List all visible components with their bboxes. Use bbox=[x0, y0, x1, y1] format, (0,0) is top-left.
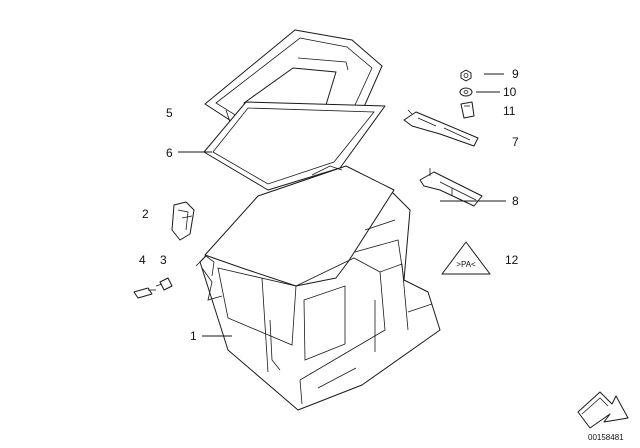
callout-4: 4 bbox=[139, 253, 146, 267]
callout-5: 5 bbox=[166, 106, 173, 120]
callout-11: 11 bbox=[503, 104, 516, 118]
callout-3: 3 bbox=[160, 253, 167, 267]
callout-1: 1 bbox=[190, 329, 197, 343]
callout-7: 7 bbox=[512, 135, 519, 149]
mounting-rail-part bbox=[419, 168, 483, 207]
screw-part-3 bbox=[155, 277, 173, 291]
screw-part-4 bbox=[133, 287, 156, 299]
arrow-icon bbox=[577, 391, 629, 429]
callout-9: 9 bbox=[512, 67, 519, 81]
leader-lines bbox=[178, 73, 506, 337]
bracket-part bbox=[171, 201, 195, 241]
console-housing-part bbox=[195, 165, 441, 411]
callout-2: 2 bbox=[142, 207, 149, 221]
callout-6: 6 bbox=[166, 146, 173, 160]
recycle-triangle-icon: >PA< bbox=[441, 241, 491, 275]
label-code-text: >PA< bbox=[456, 260, 476, 269]
washer-part bbox=[459, 87, 473, 97]
callout-labels: 5 6 2 4 3 1 9 10 11 7 8 12 bbox=[139, 67, 519, 343]
nut-part bbox=[460, 69, 472, 82]
callout-8: 8 bbox=[512, 194, 519, 208]
diagram-code: 00158481 bbox=[588, 433, 624, 442]
clip-part bbox=[460, 101, 475, 119]
callout-10: 10 bbox=[503, 85, 517, 99]
holder-part-7 bbox=[403, 109, 479, 147]
callout-12: 12 bbox=[505, 253, 519, 267]
